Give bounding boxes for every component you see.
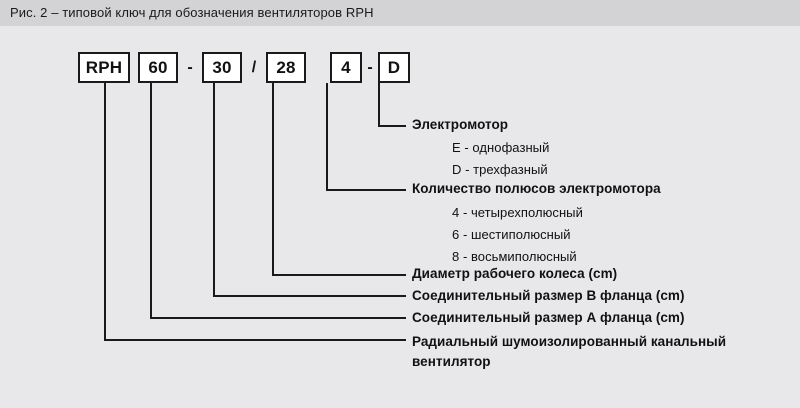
leader-hline-pole-count	[326, 189, 406, 191]
leader-hline-fan-type	[104, 339, 406, 341]
figure-caption: Рис. 2 – типовой ключ для обозначения ве…	[10, 5, 374, 20]
leader-vline-fan-type	[104, 83, 106, 340]
leader-hline-motor	[378, 125, 406, 127]
code-box-diameter[interactable]: 28	[266, 52, 306, 83]
leader-vline-pole-count	[326, 83, 328, 190]
callout-title-flange-a-size: Соединительный размер А фланца (cm)	[412, 310, 685, 325]
figure-header-bar: Рис. 2 – типовой ключ для обозначения ве…	[0, 0, 800, 26]
code-box-flange-b[interactable]: 30	[202, 52, 242, 83]
code-separator-1: -	[187, 58, 193, 76]
callout-title-pole-count: Количество полюсов электромотора	[412, 181, 661, 196]
code-box-rph[interactable]: RPH	[78, 52, 130, 83]
callout-title-fan-type: Радиальный шумоизолированный канальный в…	[412, 334, 727, 369]
leader-hline-impeller-diameter	[272, 274, 406, 276]
leader-hline-flange-b	[213, 295, 406, 297]
callout-item-pole-4: 4 - четырехполюсный	[452, 205, 583, 220]
callout-title-impeller-diameter: Диаметр рабочего колеса (cm)	[412, 266, 618, 281]
leader-vline-flange-b	[213, 83, 215, 296]
code-box-motor[interactable]: D	[378, 52, 410, 83]
callout-item-pole-8: 8 - восьмиполюсный	[452, 249, 577, 264]
leader-hline-flange-a	[150, 317, 406, 319]
callout-title-flange-b-size: Соединительный размер В фланца (cm)	[412, 288, 685, 303]
leader-vline-motor	[378, 83, 380, 126]
callout-item-pole-6: 6 - шестиполюсный	[452, 227, 571, 242]
callout-item-motor-three-phase: D - трехфазный	[452, 162, 548, 177]
callout-item-motor-single-phase: E - однофазный	[452, 140, 550, 155]
code-separator-2: /	[251, 58, 257, 76]
leader-vline-impeller-diameter	[272, 83, 274, 275]
code-box-flange-a[interactable]: 60	[138, 52, 178, 83]
leader-vline-flange-a	[150, 83, 152, 318]
code-separator-3: -	[367, 58, 373, 76]
code-box-poles[interactable]: 4	[330, 52, 362, 83]
callout-title-motor: Электромотор	[412, 117, 509, 132]
